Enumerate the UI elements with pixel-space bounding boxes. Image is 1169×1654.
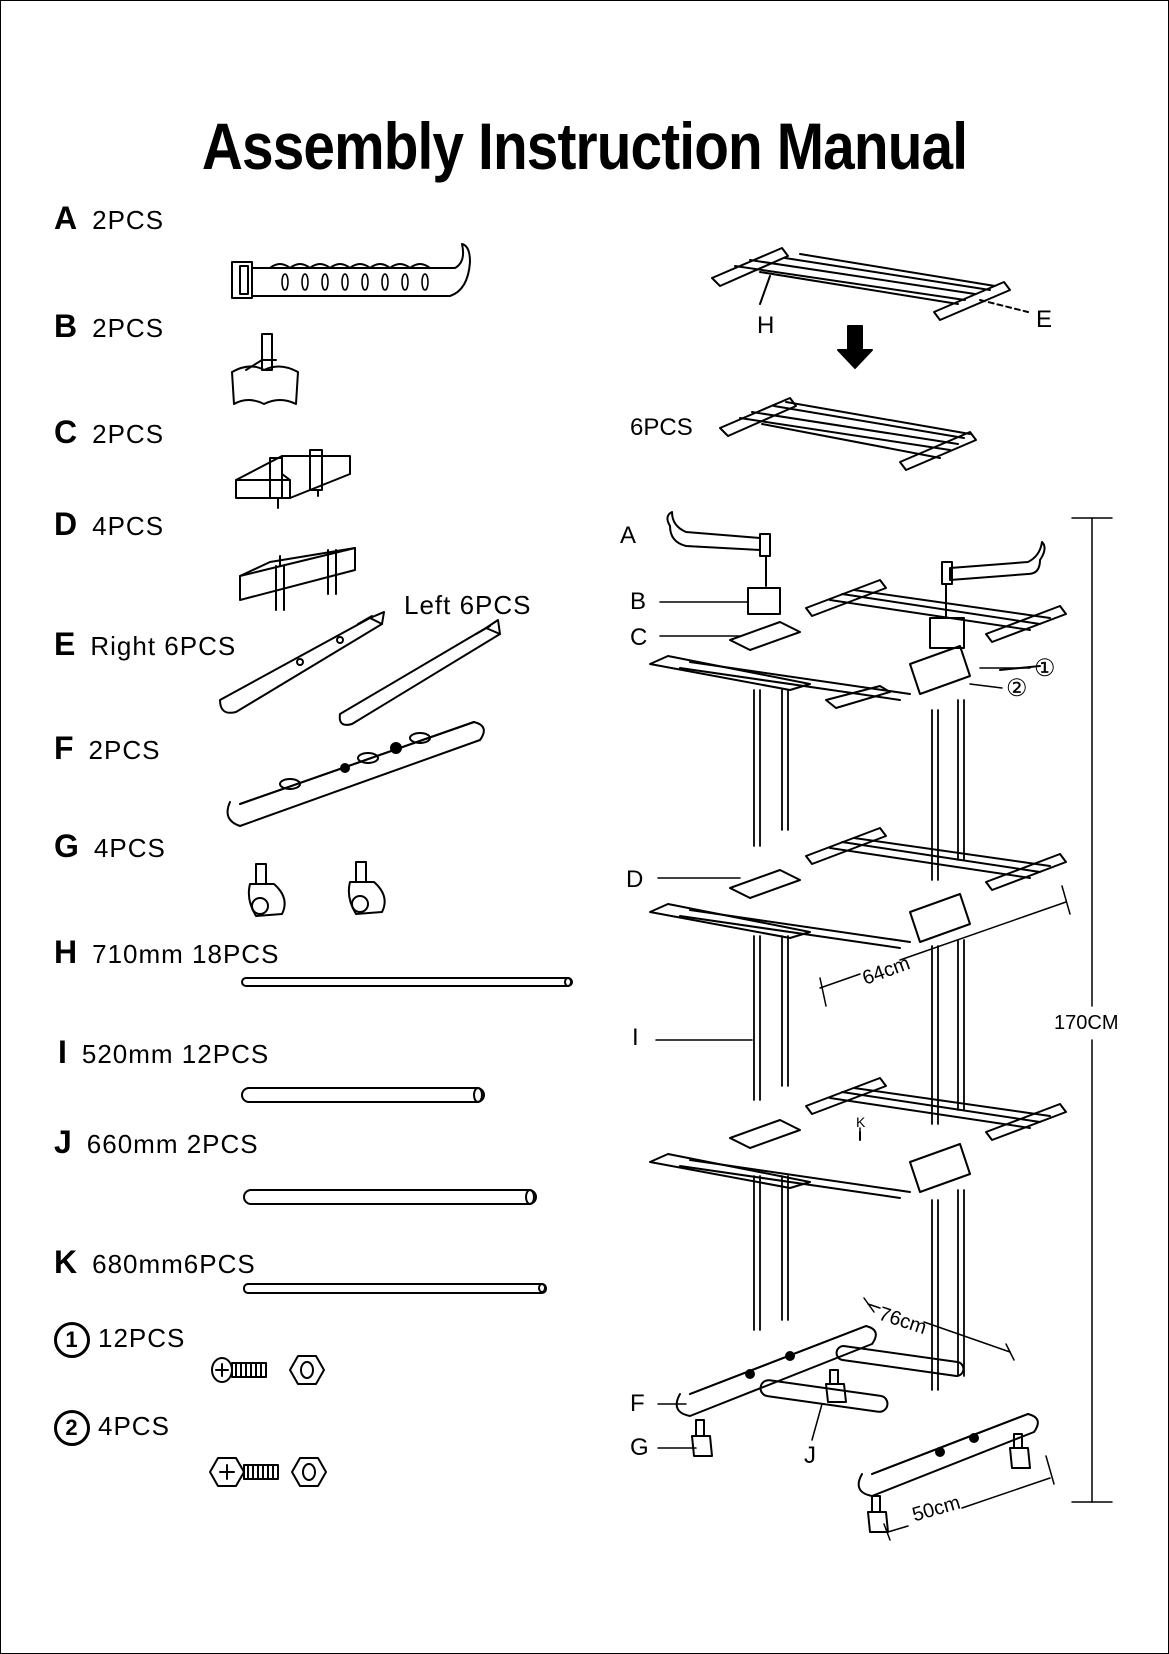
part-e-right-drawing — [220, 612, 384, 713]
down-arrow-icon — [838, 326, 872, 368]
part-f-drawing — [228, 722, 484, 826]
callout-h: H — [757, 312, 775, 339]
part-c-drawing — [236, 450, 350, 508]
callout-screw-1: ① — [1034, 655, 1056, 682]
width-dimension-line — [820, 886, 1070, 1006]
callout-j: J — [804, 1442, 816, 1469]
page-title: Assembly Instruction Manual — [201, 109, 968, 183]
part-e-left-label: Left 6PCS — [404, 590, 532, 620]
height-dimension: 170CM — [1054, 1012, 1119, 1034]
part-b-drawing — [232, 334, 298, 404]
callout-a: A — [620, 522, 637, 549]
callout-screw-2: ② — [1006, 675, 1028, 702]
shelf-assembled-drawing — [720, 398, 976, 470]
callout-b: B — [630, 588, 647, 615]
callout-f: F — [630, 1390, 645, 1417]
shelf-qty-label: 6PCS — [630, 414, 693, 441]
tube-h-drawing — [242, 978, 572, 986]
callout-d: D — [626, 866, 644, 893]
callout-g: G — [630, 1434, 649, 1461]
screw-1-drawing — [212, 1356, 324, 1384]
callout-k: K — [856, 1114, 866, 1130]
vertical-poles-drawing — [754, 690, 964, 1390]
tube-j-drawing — [244, 1190, 536, 1204]
height-dimension-line — [1072, 518, 1112, 1502]
base-dimension-lines — [864, 1298, 1054, 1540]
callout-e: E — [1036, 306, 1053, 333]
part-g-drawing — [249, 862, 385, 916]
screw-2-drawing — [210, 1458, 326, 1486]
tube-i-drawing — [242, 1088, 484, 1102]
tube-k-drawing — [244, 1284, 546, 1293]
callout-leaders — [656, 602, 1030, 1448]
base-drawing — [677, 1326, 1038, 1532]
part-a-drawing — [232, 244, 470, 298]
tier-1-drawing — [650, 580, 1066, 708]
part-d-drawing — [240, 548, 355, 610]
part-e-left-drawing — [340, 620, 500, 725]
shelf-exploded-drawing — [712, 248, 1028, 320]
callout-c: C — [630, 624, 648, 651]
callout-i: I — [632, 1024, 639, 1051]
hook-a-left-drawing — [667, 512, 780, 614]
tier-2-drawing — [650, 828, 1066, 948]
tier-3-drawing — [650, 1078, 1066, 1198]
hook-a-right-drawing — [930, 542, 1045, 648]
